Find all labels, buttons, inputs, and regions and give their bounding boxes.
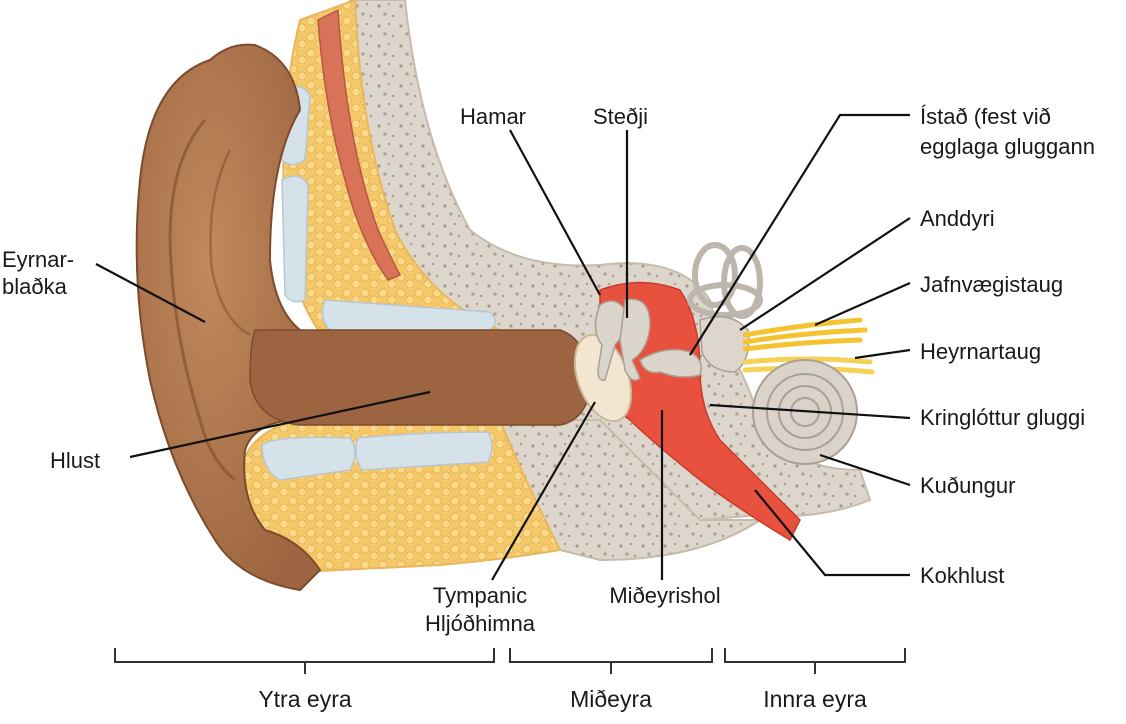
cartilage-upper-2 xyxy=(281,175,309,303)
auricle-inner-fold xyxy=(168,119,236,482)
bracket-outer xyxy=(114,648,495,663)
label-jafnvaegistaug: Jafnvægistaug xyxy=(920,272,1064,297)
label-anddyri: Anddyri xyxy=(920,206,995,231)
label-hlust: Hlust xyxy=(50,448,101,473)
label-kringlottur: Kringlóttur gluggi xyxy=(920,405,1086,430)
leader-anddyri xyxy=(739,217,911,331)
cartilage-lower-1 xyxy=(261,436,356,481)
label-kudungur: Kuðungur xyxy=(920,473,1016,498)
semicircular-canals xyxy=(687,242,763,319)
section-inner-ear: Innra eyra xyxy=(763,686,867,712)
leader-heyrnartaug xyxy=(854,348,911,360)
label-tympanic: Tympanic xyxy=(432,583,528,608)
label-eyrnarbladka-line1: Eyrnar- xyxy=(2,247,75,272)
muscle-strip xyxy=(317,8,402,281)
leader-hlust xyxy=(129,390,431,459)
leader-tympanic xyxy=(491,401,596,581)
leader-eyrnarbladka xyxy=(95,263,206,323)
vestibule xyxy=(699,315,750,373)
label-istad-line2: egglaga gluggann xyxy=(920,134,1095,159)
leader-jafnvaegistaug xyxy=(814,281,911,327)
middle-ear-cavity xyxy=(599,281,801,542)
section-outer-ear: Ytra eyra xyxy=(258,686,352,712)
auricle-fold-2 xyxy=(209,149,251,337)
section-middle-ear: Miðeyra xyxy=(570,686,652,712)
label-hljodhimna: Hljóðhimna xyxy=(424,611,536,636)
bracket-middle xyxy=(509,648,713,663)
auricle xyxy=(135,43,322,592)
incus xyxy=(619,298,651,381)
label-eyrnarbladka-line2: blaðka xyxy=(2,274,67,299)
vestibular-nerve xyxy=(742,317,868,352)
leader-kringlottur xyxy=(709,403,911,420)
label-midheyrishol: Miðeyrishol xyxy=(609,583,721,608)
section-brackets xyxy=(114,648,906,674)
bracket-inner xyxy=(724,648,906,663)
label-stedji: Steðji xyxy=(593,104,649,129)
malleus xyxy=(594,300,627,382)
label-kokhlust: Kokhlust xyxy=(920,563,1005,588)
label-heyrnartaug: Heyrnartaug xyxy=(920,339,1042,364)
leader-kudungur xyxy=(819,453,911,487)
leader-hamar xyxy=(509,129,601,296)
label-hamar: Hamar xyxy=(460,104,527,129)
stapes xyxy=(639,349,702,378)
label-istad-line1: Ístað (fest við xyxy=(920,104,1051,129)
leader-istad xyxy=(689,113,910,356)
cartilage-lower-2 xyxy=(355,431,493,471)
ear-canal xyxy=(249,329,591,426)
leader-lines xyxy=(95,113,911,581)
leader-kokhlust xyxy=(754,489,910,577)
